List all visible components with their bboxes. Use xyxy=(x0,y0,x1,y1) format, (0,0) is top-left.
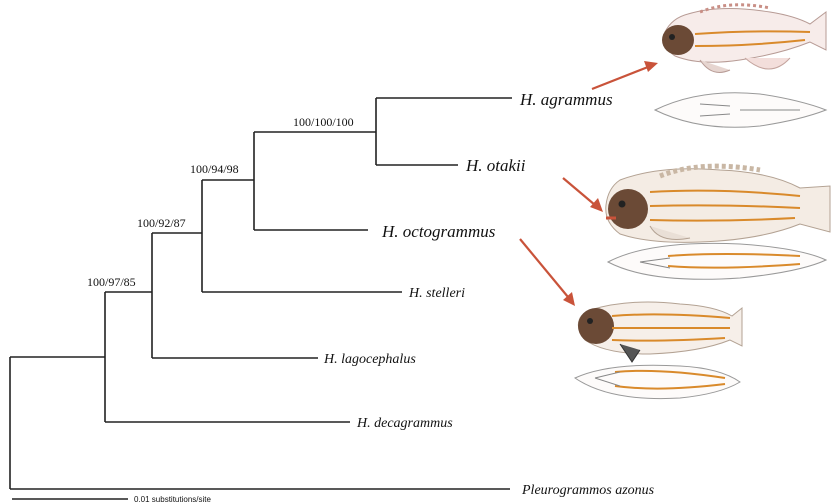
support-value: 100/100/100 xyxy=(293,115,354,129)
fish-octogrammus-illustration xyxy=(578,302,742,362)
taxon-label-lagocephalus: H. lagocephalus xyxy=(323,352,416,367)
taxon-label-decagrammus: H. decagrammus xyxy=(356,416,453,431)
scale-bar: 0.01 substitutions/site xyxy=(12,495,211,503)
taxon-label-azonus: Pleurogrammos azonus xyxy=(521,483,655,498)
scale-bar-label: 0.01 substitutions/site xyxy=(134,495,211,503)
support-value: 100/97/85 xyxy=(87,275,136,289)
arrow-octogrammus xyxy=(520,239,575,306)
fish-agrammus-illustration xyxy=(662,5,826,73)
fish-otakii-illustration xyxy=(606,166,830,242)
taxon-label-stelleri: H. stelleri xyxy=(408,286,465,301)
support-value: 100/92/87 xyxy=(137,216,186,230)
fish-otakii-ventral-illustration xyxy=(608,243,826,279)
taxon-label-octogrammus: H. octogrammus xyxy=(381,222,496,241)
arrow-agrammus xyxy=(592,61,658,89)
fish-agrammus-ventral-illustration xyxy=(655,93,826,128)
arrow-otakii xyxy=(563,178,603,212)
taxon-label-agrammus: H. agrammus xyxy=(519,90,613,109)
taxon-label-otakii: H. otakii xyxy=(465,156,526,175)
support-value: 100/94/98 xyxy=(190,162,239,176)
fish-octogrammus-ventral-illustration xyxy=(575,365,740,398)
